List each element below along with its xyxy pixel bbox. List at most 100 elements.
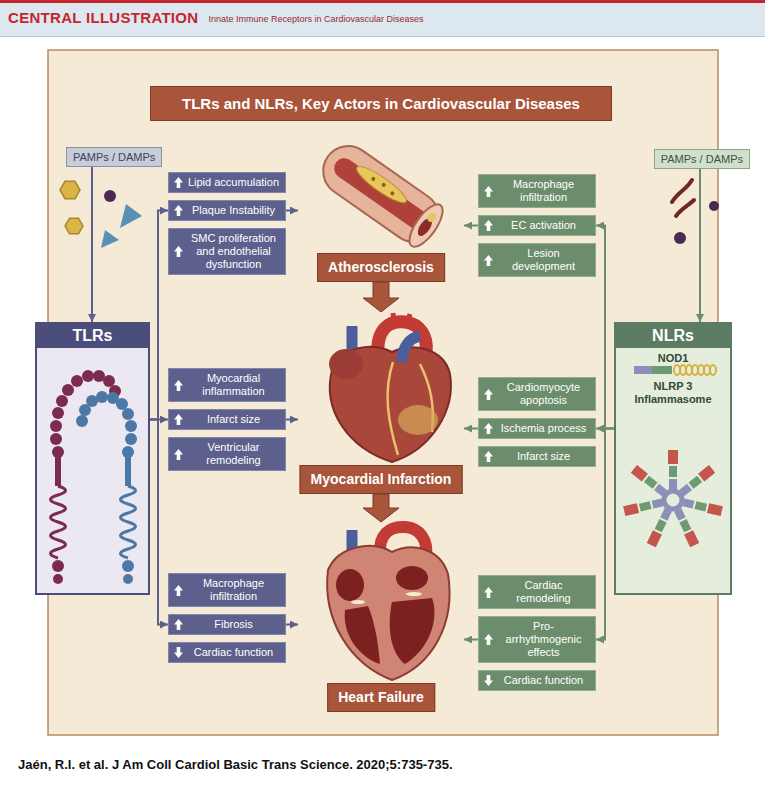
hexagon-icon bbox=[60, 181, 80, 198]
pulmonary-artery bbox=[402, 336, 420, 362]
disease-node: Myocardial Infarction bbox=[298, 312, 464, 494]
spoke-block bbox=[623, 503, 639, 516]
connector bbox=[464, 225, 478, 227]
inflammasome-spoke bbox=[647, 508, 673, 547]
up-arrow-symbol bbox=[174, 246, 183, 257]
effect-text: Myocardial inflammation bbox=[186, 372, 281, 398]
arrow-shape bbox=[174, 585, 183, 596]
tlr-bead bbox=[50, 420, 62, 432]
heart-section-illustration bbox=[327, 527, 449, 680]
arrow-shape bbox=[484, 675, 493, 686]
bacteria-icon bbox=[672, 180, 692, 202]
tlr-bead bbox=[122, 446, 134, 458]
tlr-bead bbox=[56, 395, 68, 407]
spoke-block bbox=[668, 450, 678, 464]
up-arrow-symbol bbox=[174, 177, 183, 188]
receptor-name: NLRP 3 Inflammasome bbox=[616, 380, 730, 406]
effect-text: Ischemia process bbox=[496, 422, 591, 435]
effect-box: Infarct size bbox=[168, 409, 286, 430]
up-arrow-symbol bbox=[174, 619, 183, 630]
effect-text: SMC proliferation and endothelial dysfun… bbox=[186, 232, 281, 271]
spoke-block bbox=[679, 484, 692, 496]
connector bbox=[286, 419, 298, 421]
arrow-shape bbox=[174, 246, 183, 257]
artery-illustration bbox=[313, 136, 448, 252]
nod1-coil bbox=[710, 365, 716, 375]
effect-text: Pro-arrhythmogenic effects bbox=[496, 620, 591, 659]
arrow-shape bbox=[174, 380, 183, 391]
effect-box: Ischemia process bbox=[478, 418, 596, 439]
heart-chamber bbox=[345, 606, 380, 664]
effect-box: Lipid accumulation bbox=[168, 172, 286, 193]
arrow-shape bbox=[484, 634, 493, 645]
header-line bbox=[0, 36, 765, 37]
up-arrow-symbol bbox=[484, 451, 493, 462]
effect-box: Myocardial inflammation bbox=[168, 368, 286, 402]
spoke-block bbox=[652, 499, 664, 509]
arrow-shape bbox=[484, 451, 493, 462]
arrow-shape bbox=[174, 414, 183, 425]
connector bbox=[150, 420, 168, 625]
block-arrow bbox=[363, 494, 399, 522]
nod1-domain bbox=[634, 366, 652, 374]
arrow-shape bbox=[484, 186, 493, 197]
heart-valve bbox=[406, 592, 422, 596]
connector bbox=[286, 624, 298, 626]
effect-box: Cardiac function bbox=[478, 670, 596, 691]
nod1-symbol bbox=[634, 365, 716, 375]
inflammasome-spoke bbox=[678, 465, 715, 497]
receptor-name: NOD1 bbox=[616, 352, 730, 365]
tlr-bead bbox=[122, 560, 134, 572]
up-arrow-symbol bbox=[484, 389, 493, 400]
arrow-shape bbox=[174, 647, 183, 658]
effect-text: Lipid accumulation bbox=[186, 176, 281, 189]
effect-box: Cardiac function bbox=[168, 642, 286, 663]
up-arrow-symbol bbox=[174, 380, 183, 391]
triangle-icon bbox=[120, 204, 142, 228]
disease-label: Myocardial Infarction bbox=[300, 465, 463, 494]
spoke-block bbox=[679, 519, 691, 532]
arrow-shape bbox=[174, 205, 183, 216]
tlr-bead bbox=[107, 392, 119, 404]
arrow-shape bbox=[484, 220, 493, 231]
plaque bbox=[426, 211, 438, 224]
effect-text: Lesion development bbox=[496, 247, 591, 273]
inflammasome-spoke bbox=[673, 508, 699, 547]
arrow-shape bbox=[484, 423, 493, 434]
up-arrow-symbol bbox=[484, 587, 493, 598]
nlr-panel-fill bbox=[614, 322, 732, 595]
tlr-bead bbox=[79, 404, 91, 416]
inflammasome-spoke bbox=[668, 450, 678, 489]
arrow-shape bbox=[174, 619, 183, 630]
tlr-bead bbox=[76, 415, 88, 427]
heart-chamber bbox=[396, 566, 428, 590]
spoke-block bbox=[655, 519, 667, 532]
inflammasome-spoke bbox=[631, 465, 668, 497]
tlr-coil bbox=[121, 486, 136, 558]
effect-text: Cardiac function bbox=[186, 646, 281, 659]
spoke-block bbox=[684, 530, 699, 547]
pamps-text: PAMPs / DAMPs bbox=[73, 150, 155, 164]
spoke-block bbox=[674, 508, 686, 520]
effect-text: Infarct size bbox=[186, 413, 281, 426]
tlr-bead bbox=[71, 375, 83, 387]
circle-icon bbox=[674, 232, 686, 244]
arrow-shape bbox=[174, 449, 183, 460]
spoke-block bbox=[688, 476, 702, 489]
disease-label: Heart Failure bbox=[327, 683, 435, 712]
tlr-panel: TLRs bbox=[35, 322, 150, 595]
spoke-block bbox=[695, 501, 708, 511]
tlr-bead bbox=[53, 574, 63, 584]
effect-text: Fibrosis bbox=[186, 618, 281, 631]
connector bbox=[286, 210, 298, 212]
infarct-area bbox=[398, 405, 438, 435]
tlr-bead bbox=[50, 433, 62, 445]
block-arrow bbox=[363, 282, 399, 312]
atrium bbox=[329, 349, 363, 379]
spoke-block bbox=[639, 501, 652, 511]
connector bbox=[596, 226, 614, 429]
tlr-bead bbox=[122, 408, 134, 420]
heart-illustration bbox=[329, 313, 451, 462]
effect-text: Macrophage infiltration bbox=[496, 178, 591, 204]
header-rule bbox=[0, 0, 765, 3]
